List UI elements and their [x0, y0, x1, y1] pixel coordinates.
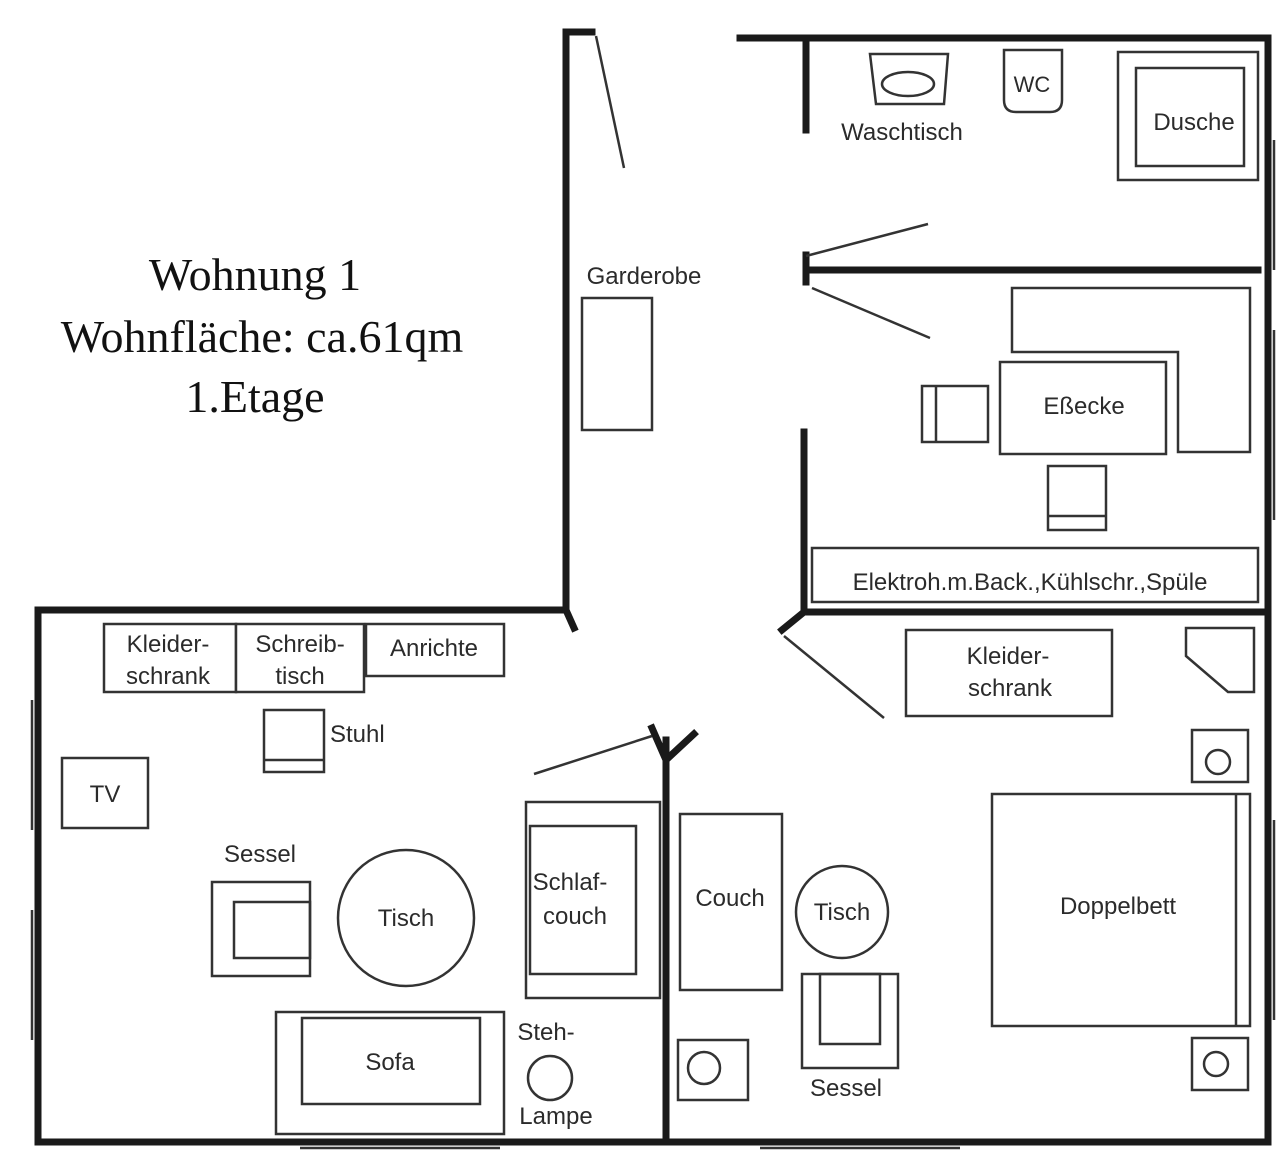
corner-bench [1010, 286, 1252, 454]
toilet [1002, 48, 1064, 114]
dining-label: Eßecke [1043, 393, 1124, 420]
dining-chair-left [920, 384, 990, 444]
sofa-bed-label-1: Schlaf- [533, 869, 608, 896]
bedroom-wardrobe-label-2: schrank [968, 675, 1053, 702]
bedroom-door-jamb [777, 607, 809, 635]
kitchen-counter-label: Elektroh.m.Back.,Kühlschr.,Spüle [853, 569, 1208, 596]
desk-label-2: tisch [275, 663, 324, 690]
desk-label-1: Schreib- [255, 631, 344, 658]
bedroom-wardrobe [904, 628, 1114, 718]
floor-lamp-label-2: Lampe [519, 1103, 592, 1130]
sofa-bed-seat [528, 824, 638, 976]
living-wardrobe-label-2: schrank [126, 663, 211, 690]
tv [60, 756, 150, 830]
tv-label: TV [90, 781, 121, 808]
apartment-name: Wohnung 1 [149, 249, 361, 300]
living-wardrobe [102, 622, 238, 694]
living-table-label: Tisch [378, 905, 434, 932]
plan-title: Wohnung 1 Wohnfläche: ca.61qm 1.Etage [61, 249, 464, 422]
sofa-bed [524, 800, 662, 1000]
kitchen: Eßecke Elektroh.m.Back.,Kühlschr.,Spüle [810, 286, 1260, 604]
double-bed [990, 792, 1252, 1028]
living-door-swing [533, 734, 653, 776]
sideboard-label: Anrichte [390, 635, 478, 662]
bedroom-armchair [800, 972, 900, 1070]
entry-door-swing [594, 35, 626, 169]
living-room: Kleider- schrank Schreib- tisch Anrichte… [60, 622, 662, 1136]
shower-label: Dusche [1153, 109, 1234, 136]
shower-tray [1116, 50, 1260, 182]
sofa-seat [300, 1016, 482, 1106]
living-wardrobe-label-1: Kleider- [127, 631, 210, 658]
wardrobe-hall-label: Garderobe [587, 263, 702, 290]
hall: Garderobe [580, 263, 702, 432]
bedroom-plant [686, 1050, 722, 1086]
floor-lamp [526, 1054, 574, 1102]
bedroom-table-label: Tisch [814, 899, 870, 926]
sofa [274, 1010, 506, 1136]
kitchen-door-swing [811, 286, 931, 340]
doors-windows [30, 35, 1276, 1150]
shower-inner [1134, 66, 1246, 168]
bedroom-wardrobe-label-1: Kleider- [967, 643, 1050, 670]
living-table [336, 848, 476, 988]
desk-chair [262, 708, 326, 774]
bath-door-swing [805, 222, 929, 258]
bedroom-plant-stand [676, 1038, 750, 1102]
bedroom-couch-label: Couch [695, 885, 764, 912]
washbasin-label: Waschtisch [841, 119, 963, 146]
dining-table [998, 360, 1168, 456]
living-door-jamb [561, 605, 579, 633]
floor-level: 1.Etage [185, 371, 324, 422]
nightstand-bottom-lamp [1202, 1050, 1230, 1078]
living-armchair-label: Sessel [224, 841, 296, 868]
bedroom-couch [678, 812, 784, 992]
double-bed-label: Doppelbett [1060, 893, 1176, 920]
hall-wardrobe [580, 296, 654, 432]
walls [34, 28, 1272, 1146]
toilet-label: WC [1014, 72, 1051, 97]
living-armchair [210, 880, 312, 978]
bathroom: Waschtisch WC Dusche [841, 48, 1260, 182]
sideboard [364, 622, 506, 678]
desk-chair-label: Stuhl [330, 721, 385, 748]
bedroom: Couch Tisch Sessel Kleider- schrank Dopp… [676, 626, 1256, 1102]
floor-lamp-label-1: Steh- [517, 1019, 574, 1046]
bedroom-armchair-seat [818, 972, 882, 1046]
nightstand-top-lamp [1204, 748, 1232, 776]
bedroom-table [794, 864, 890, 960]
living-area: Wohnfläche: ca.61qm [61, 311, 464, 362]
living-armchair-seat [232, 900, 312, 960]
dining-chair-bottom [1046, 464, 1108, 532]
desk [234, 622, 366, 694]
washbasin-bowl [880, 70, 936, 98]
nightstand-bottom [1190, 1036, 1250, 1092]
corner-cabinet [1184, 626, 1256, 694]
bedroom-armchair-label: Sessel [810, 1075, 882, 1102]
divider-wall-end [647, 723, 699, 766]
sofa-bed-label-2: couch [543, 903, 607, 930]
bedroom-door-swing [783, 635, 885, 719]
sofa-label: Sofa [365, 1049, 415, 1076]
kitchen-counter [810, 546, 1260, 604]
